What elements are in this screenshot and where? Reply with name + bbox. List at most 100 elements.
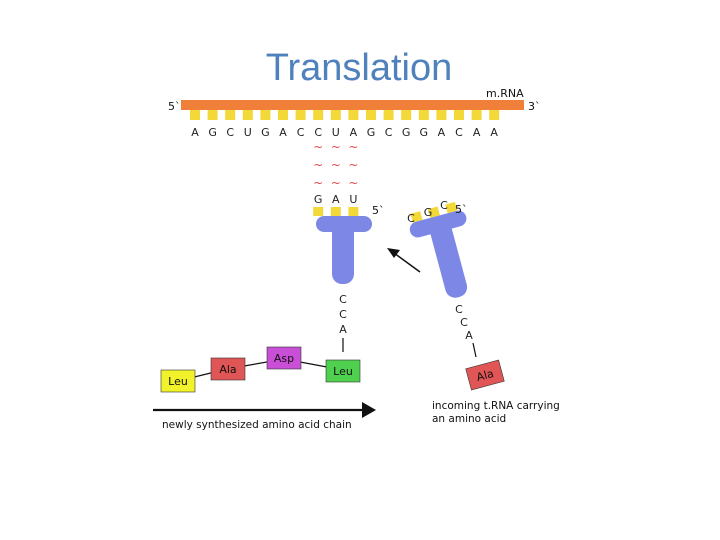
mrna-base-tab <box>366 110 376 120</box>
amino-acid-box <box>325 359 361 383</box>
chain-links <box>177 358 344 382</box>
mrna-base: A <box>350 126 358 139</box>
pairing-mark: ~ <box>313 158 323 172</box>
mrna-base: G <box>208 126 217 139</box>
incoming-acceptor-base: A <box>465 329 473 342</box>
mrna-five-prime: 5` <box>168 100 181 113</box>
mrna-base: U <box>332 126 340 139</box>
page-title: Translation <box>266 47 453 89</box>
mrna-base: A <box>438 126 446 139</box>
amino-acid-label: Ala <box>219 363 236 376</box>
mrna-base: A <box>473 126 481 139</box>
pairing-mark: ~ <box>331 176 341 190</box>
bound-acceptor-base: C <box>339 308 347 321</box>
incoming-link-line <box>472 342 477 358</box>
bound-acceptor: CCA <box>339 293 347 336</box>
incoming-acceptor: CCA <box>455 303 473 342</box>
incoming-trna-body <box>409 210 468 298</box>
mrna-base-tab <box>436 110 447 120</box>
mrna-base-tab <box>190 110 200 120</box>
mrna-base: C <box>314 126 322 139</box>
amino-acid-box <box>160 369 196 393</box>
bound-anticodon-tab <box>348 207 359 216</box>
mrna-base-tab <box>278 110 288 120</box>
pairing-mark: ~ <box>313 140 323 154</box>
mrna-base-tab <box>260 110 271 120</box>
mrna-base: G <box>420 126 429 139</box>
incoming-amino-acid: Ala <box>465 359 505 391</box>
bound-anticodon-tab <box>330 207 341 216</box>
mrna-label: m.RNA <box>486 87 524 100</box>
amino-acid-label: Asp <box>274 352 294 365</box>
mrna-base: A <box>191 126 199 139</box>
mrna-base-tab <box>242 110 253 120</box>
mrna-base-tab <box>489 110 500 120</box>
incoming-caption-line-1: incoming t.RNA carrying <box>432 400 560 412</box>
bound-anticodon-base: U <box>349 193 357 206</box>
bound-anticodon-base: G <box>314 193 323 206</box>
bound-five-prime: 5` <box>372 204 385 217</box>
mrna-base-tab <box>207 110 218 120</box>
pairing-mark: ~ <box>348 158 358 172</box>
mrna-base: C <box>455 126 463 139</box>
incoming-anticodon-base: C <box>440 199 448 212</box>
incoming-anticodon-tabs <box>410 201 458 223</box>
chain-caption: newly synthesized amino acid chain <box>162 419 352 431</box>
incoming-anticodon-base: G <box>424 206 433 219</box>
pairing-mark: ~ <box>313 176 323 190</box>
mrna-base: A <box>279 126 287 139</box>
chain-direction-arrow <box>153 402 376 418</box>
amino-acid-box <box>210 357 246 381</box>
mrna-base-tab <box>313 110 324 120</box>
base-pairing: ~ ~ ~ ~ ~ ~ ~ ~ ~ <box>313 140 358 190</box>
mrna-strand <box>181 100 524 110</box>
mrna-three-prime: 3` <box>528 100 541 113</box>
bound-trna-body <box>316 216 372 284</box>
mrna-base-tabs <box>190 110 500 120</box>
mrna-base-tab <box>383 110 394 120</box>
bound-anticodon-tab <box>313 207 324 216</box>
mrna-base-tab <box>418 110 429 120</box>
incoming-anticodon-tab <box>410 211 423 223</box>
mrna-base: C <box>297 126 305 139</box>
mrna-base: G <box>367 126 376 139</box>
pairing-mark: ~ <box>348 176 358 190</box>
mrna-base-tab <box>454 110 464 120</box>
movement-arrow <box>387 248 421 273</box>
amino-acid-label: Leu <box>333 365 353 378</box>
mrna-base-tab <box>295 110 306 120</box>
mrna-base: A <box>490 126 498 139</box>
mrna-base: C <box>385 126 393 139</box>
incoming-caption-line-2: an amino acid <box>432 413 506 425</box>
mrna-base-tab <box>225 110 236 120</box>
mrna-base-tab <box>330 110 341 120</box>
mrna-base-tab <box>471 110 482 120</box>
bound-acceptor-base: A <box>339 323 347 336</box>
incoming-anticodon-tab <box>445 201 458 214</box>
mrna-base-tab <box>348 110 359 120</box>
amino-acid-box <box>266 346 302 370</box>
incoming-anticodon-base: C <box>407 212 415 225</box>
mrna-base-tab <box>401 110 412 120</box>
pairing-mark: ~ <box>348 140 358 154</box>
pairing-mark: ~ <box>331 158 341 172</box>
incoming-amino-acid-label: Ala <box>475 367 495 384</box>
incoming-five-prime: 5` <box>455 203 468 216</box>
amino-acid-label: Leu <box>168 375 188 388</box>
mrna-base: C <box>226 126 234 139</box>
pairing-mark: ~ <box>331 140 341 154</box>
incoming-acceptor-base: C <box>455 303 463 316</box>
incoming-acceptor-base: C <box>460 316 468 329</box>
mrna-base: G <box>402 126 411 139</box>
bound-acceptor-base: C <box>339 293 347 306</box>
mrna-base: G <box>261 126 270 139</box>
